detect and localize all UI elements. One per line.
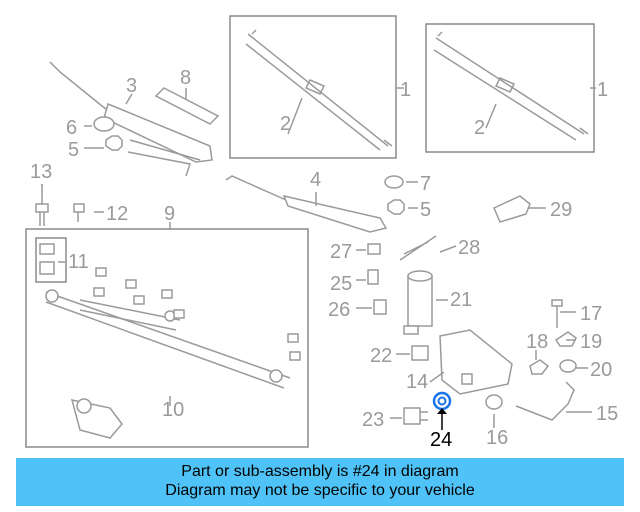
wiper-blade-box-left — [229, 15, 397, 159]
cap-16 — [485, 394, 503, 410]
callout-29: 29 — [550, 199, 572, 221]
bolt-13 — [35, 184, 49, 226]
callout-7: 7 — [420, 173, 431, 195]
wiper-motor — [70, 398, 123, 439]
arrow-24 — [437, 408, 447, 430]
connector-27 — [367, 243, 381, 255]
callout-5a: 5 — [68, 139, 79, 161]
grommet-24[interactable] — [432, 391, 452, 411]
hose-15 — [515, 381, 575, 421]
callout-21: 21 — [450, 289, 472, 311]
grommet-sub-box — [35, 237, 67, 283]
callout-1a: 1 — [400, 79, 411, 101]
connector-26 — [373, 299, 387, 315]
grommet-11b — [39, 261, 55, 275]
washer-reservoir — [439, 329, 513, 395]
arm-cap-right — [384, 175, 404, 189]
callout-6: 6 — [66, 117, 77, 139]
nut-right — [387, 199, 405, 215]
callout-19: 19 — [580, 331, 602, 353]
callout-18: 18 — [526, 331, 548, 353]
callout-2b: 2 — [474, 117, 485, 139]
wiper-blade-right — [433, 31, 589, 141]
info-banner: Part or sub-assembly is #24 in diagram D… — [16, 458, 624, 506]
arm-cap — [154, 87, 220, 125]
hose-clip-28 — [399, 235, 437, 261]
callout-12: 12 — [106, 203, 128, 225]
level-sensor — [403, 407, 428, 425]
callout-26: 26 — [328, 299, 350, 321]
callout-11: 11 — [68, 251, 89, 273]
linkage-box — [25, 228, 309, 448]
callout-14: 14 — [406, 371, 428, 393]
banner-line-2: Diagram may not be specific to your vehi… — [165, 482, 475, 499]
bracket-29 — [493, 195, 531, 223]
callout-23: 23 — [362, 409, 384, 431]
callout-3: 3 — [126, 75, 137, 97]
wiper-arm-right — [225, 175, 388, 233]
callout-1b: 1 — [597, 79, 608, 101]
nut-cap — [93, 116, 115, 132]
nozzle-19 — [554, 331, 577, 347]
callout-8: 8 — [180, 67, 191, 89]
wiper-blade-box-right — [425, 23, 595, 153]
callout-5b: 5 — [420, 199, 431, 221]
callout-24: 24 — [430, 429, 452, 451]
clip-18 — [529, 359, 550, 375]
leader-lines — [41, 87, 596, 428]
callout-4: 4 — [310, 169, 321, 191]
grommet-20 — [559, 359, 577, 373]
callout-10: 10 — [162, 399, 184, 421]
grommet-25 — [367, 269, 379, 285]
screw-17 — [551, 299, 563, 328]
callout-17: 17 — [580, 303, 602, 325]
wiper-linkage — [45, 267, 301, 389]
callout-25: 25 — [330, 273, 352, 295]
callout-2a: 2 — [280, 113, 291, 135]
callout-9: 9 — [164, 203, 175, 225]
nut-upper-left — [105, 135, 123, 151]
callout-13: 13 — [30, 161, 52, 183]
callout-27: 27 — [330, 241, 352, 263]
callout-16: 16 — [486, 427, 508, 449]
bolt-12 — [73, 203, 85, 222]
grommet-11a — [39, 243, 55, 255]
callout-15: 15 — [596, 403, 618, 425]
wiper-arm-left — [49, 61, 213, 177]
wiper-blade-left — [245, 29, 393, 151]
callout-20: 20 — [590, 359, 612, 381]
callout-22: 22 — [370, 345, 392, 367]
banner-line-1: Part or sub-assembly is #24 in diagram — [181, 463, 459, 480]
callout-28: 28 — [458, 237, 480, 259]
grommet-22 — [411, 345, 429, 361]
washer-pump — [403, 270, 433, 335]
